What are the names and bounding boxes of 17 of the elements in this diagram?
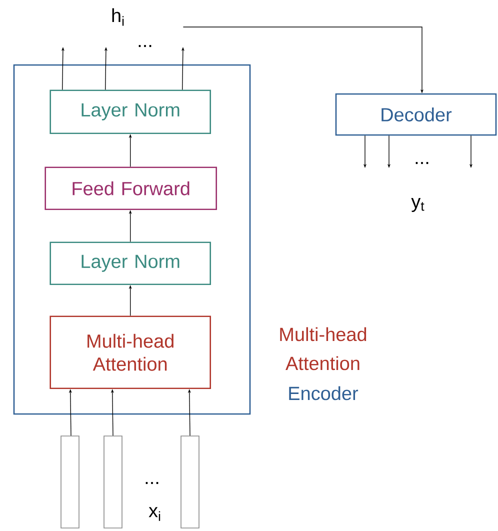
math-label: ...	[146, 482, 158, 484]
input-vector-bar	[60, 436, 80, 528]
feed-forward-box: Feed Forward	[44, 166, 217, 210]
encoder-caption: Multi-head Attention	[280, 327, 366, 370]
math-label: x$_{i}$	[148, 507, 160, 521]
math-label: ...	[416, 162, 428, 164]
decoder-box: Decoder	[335, 93, 497, 136]
math-label: y$_{t}$	[411, 198, 424, 212]
input-vector-bar	[104, 436, 122, 528]
math-label: ...	[138, 45, 152, 48]
encoder-box	[13, 64, 251, 415]
attention-box: Multi-head Attention	[50, 316, 211, 389]
encoder-caption: Encoder	[289, 386, 358, 400]
hidden-state-label: h$_{i}$	[112, 8, 124, 26]
input-vector-bar	[180, 436, 200, 528]
layer-norm-box: Layer Norm	[50, 242, 211, 285]
layer-norm-box: Layer Norm	[50, 90, 211, 134]
